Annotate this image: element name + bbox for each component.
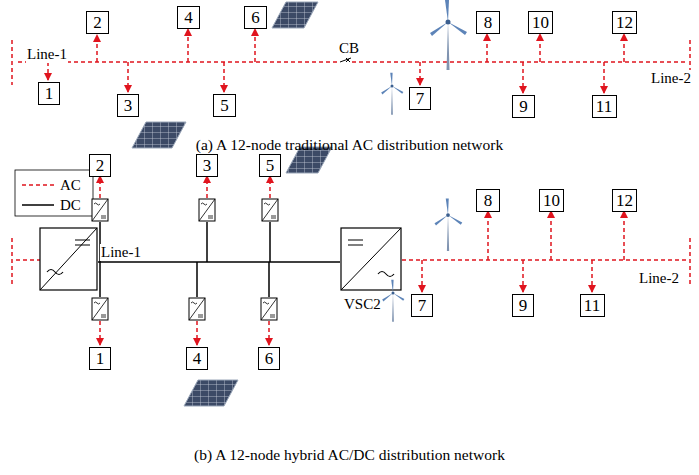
legend-text: DC	[60, 197, 81, 214]
node-number: 1	[96, 350, 105, 367]
node-box: 11	[592, 95, 617, 118]
node-number: 11	[596, 98, 612, 115]
node-box: 6	[244, 6, 267, 29]
node-number: 3	[124, 97, 133, 114]
caption: (a) A 12-node traditional AC distributio…	[196, 136, 503, 153]
bus-label: Line-1	[100, 244, 142, 261]
node-number: 9	[519, 297, 528, 314]
node-box: 9	[512, 294, 534, 317]
node-number: 3	[203, 157, 212, 174]
node-number: 7	[416, 90, 425, 107]
node-box: 2	[89, 154, 111, 177]
node-number: 2	[96, 157, 105, 174]
node-box: 5	[259, 154, 281, 177]
node-number: 4	[184, 9, 193, 26]
node-number: 8	[484, 192, 493, 209]
node-number: 5	[220, 97, 229, 114]
bus-label: Line-1	[26, 46, 68, 63]
node-box: 10	[539, 189, 564, 212]
node-box: 7	[411, 294, 433, 317]
node-number: 6	[251, 9, 260, 26]
node-box: 1	[89, 347, 111, 370]
caption: (b) A 12-node hybrid AC/DC distribution …	[194, 446, 505, 463]
node-box: 5	[213, 94, 236, 117]
breaker-label: CB	[338, 40, 360, 57]
node-box: 3	[196, 154, 218, 177]
node-box: 11	[580, 294, 605, 317]
node-box: 3	[117, 94, 139, 117]
node-box: 2	[86, 11, 109, 34]
node-box: 4	[177, 6, 200, 29]
node-number: 12	[616, 192, 633, 209]
bus-label: Line-2	[638, 270, 680, 287]
node-number: 8	[484, 14, 493, 31]
node-box: 10	[528, 11, 553, 34]
node-box: 6	[258, 347, 280, 370]
node-number: 11	[584, 297, 600, 314]
node-number: 12	[616, 14, 633, 31]
legend-text: AC	[60, 177, 81, 194]
node-number: 5	[266, 157, 275, 174]
node-number: 10	[543, 192, 560, 209]
node-number: 2	[93, 14, 102, 31]
node-box: 8	[476, 189, 500, 212]
node-box: 4	[186, 347, 208, 370]
node-number: 4	[193, 350, 202, 367]
node-box: 8	[476, 11, 500, 34]
node-box: 7	[409, 87, 431, 110]
node-number: 9	[519, 98, 528, 115]
bus-label: Line-2	[650, 70, 692, 87]
node-number: 6	[265, 350, 274, 367]
node-box: 1	[38, 82, 60, 105]
converter-label: VSC2	[343, 296, 382, 313]
node-number: 10	[532, 14, 549, 31]
node-number: 1	[45, 85, 54, 102]
node-box: 12	[612, 11, 637, 34]
node-box: 12	[612, 189, 637, 212]
node-box: 9	[512, 95, 535, 118]
node-number: 7	[418, 297, 427, 314]
